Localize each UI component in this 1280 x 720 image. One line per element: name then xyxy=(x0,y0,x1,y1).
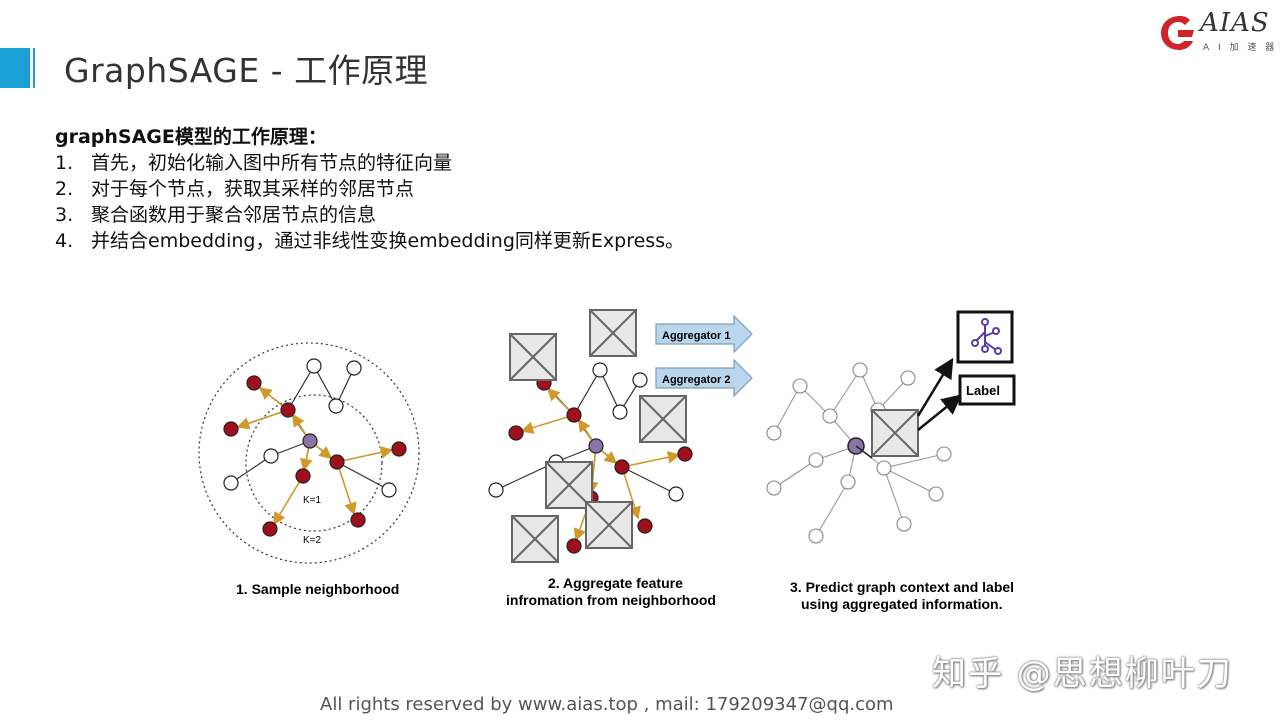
graph-context-icon xyxy=(971,318,1002,355)
panel2-caption-line2: infromation from neighborhood xyxy=(506,592,716,608)
step-item: 4. 并结合embedding，通过非线性变换embedding同样更新Expre… xyxy=(55,228,684,254)
step-item: 3. 聚合函数用于聚合邻居节点的信息 xyxy=(55,202,684,228)
logo-subtitle: A I 加 速 器 xyxy=(1203,43,1278,53)
title-accent-line xyxy=(33,48,35,88)
step-text: 对于每个节点，获取其采样的邻居节点 xyxy=(91,178,415,200)
panel3-caption-line1: 3. Predict graph context and label xyxy=(790,579,1014,595)
aias-logo xyxy=(1161,16,1194,50)
step-text: 首先，初始化输入图中所有节点的特征向量 xyxy=(91,152,453,174)
panel-aggregate-feature: Aggregator 1 Aggregator 2 2. Aggregate f… xyxy=(488,309,753,608)
step-text: 聚合函数用于聚合邻居节点的信息 xyxy=(91,204,377,226)
panel2-caption-line1: 2. Aggregate feature xyxy=(548,575,683,591)
footer-copyright: All rights reserved by www.aias.top , ma… xyxy=(320,694,894,715)
step-text: 并结合embedding，通过非线性变换embedding同样更新Express… xyxy=(91,230,685,252)
content-heading: graphSAGE模型的工作原理： xyxy=(55,126,327,148)
panel-sample-neighborhood: K=1 K=2 1. Sample neighborhood xyxy=(198,342,420,597)
k1-label: K=1 xyxy=(303,495,322,506)
zhihu-watermark: 知乎 @思想柳叶刀 xyxy=(932,654,1233,694)
label-box-text: Label xyxy=(966,383,1000,398)
step-item: 1. 首先，初始化输入图中所有节点的特征向量 xyxy=(55,150,684,176)
panel1-caption: 1. Sample neighborhood xyxy=(236,581,399,597)
title-accent-bar xyxy=(0,48,30,88)
graphsage-diagram: K=1 K=2 1. Sample neighborhood xyxy=(198,309,1016,612)
step-number: 4. xyxy=(55,230,74,252)
aggregator-2-arrow: Aggregator 2 xyxy=(655,358,753,398)
step-item: 2. 对于每个节点，获取其采样的邻居节点 xyxy=(55,176,684,202)
panel3-caption-line2: using aggregated information. xyxy=(801,596,1002,612)
logo-text: AIAS xyxy=(1200,8,1270,38)
aggregator-1-arrow: Aggregator 1 xyxy=(655,314,753,354)
step-number: 1. xyxy=(55,152,74,174)
label-box xyxy=(958,374,1016,406)
aggregator-1-label: Aggregator 1 xyxy=(662,330,730,342)
panel-predict-context: Label 3. Predict graph context and label… xyxy=(766,310,1016,612)
content-block: graphSAGE模型的工作原理： 1.首先，初始化输入图中所有节点的特征向量 … xyxy=(55,124,684,254)
k2-label: K=2 xyxy=(303,535,322,546)
step-number: 3. xyxy=(55,204,74,226)
aggregator-2-label: Aggregator 2 xyxy=(662,374,730,386)
slide-title: GraphSAGE - 工作原理 xyxy=(64,51,429,90)
step-number: 2. xyxy=(55,178,74,200)
